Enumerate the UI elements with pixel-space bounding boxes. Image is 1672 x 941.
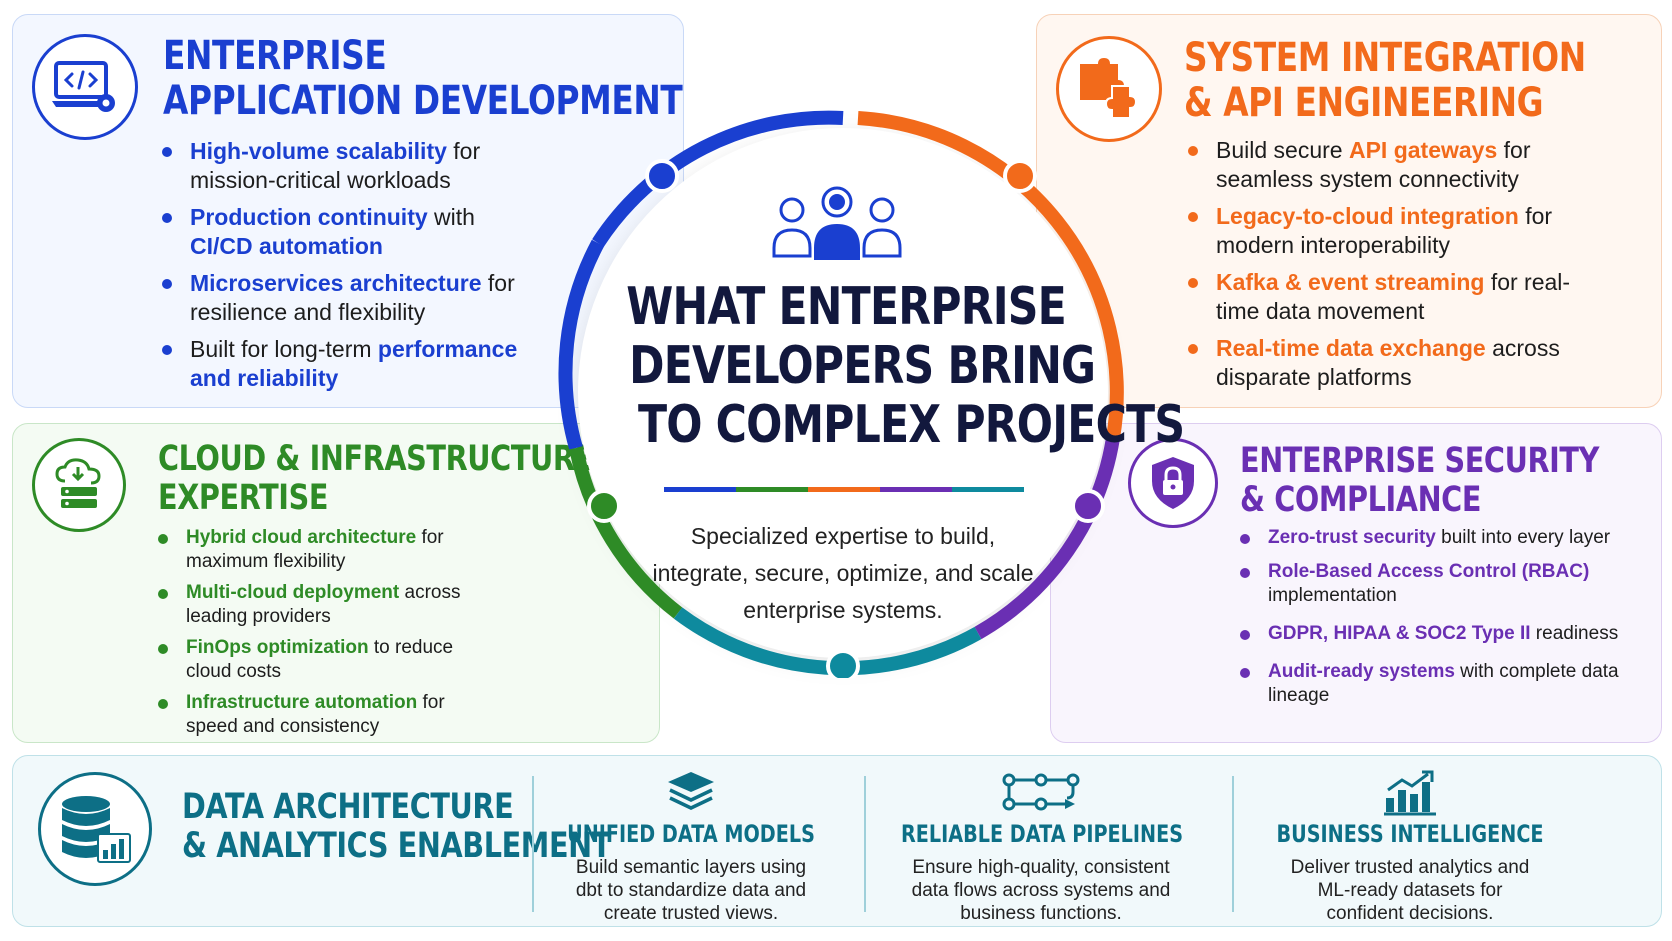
security-list: Zero-trust security built into every lay… — [1238, 526, 1638, 708]
unified-data-models-title: UNIFIED DATA MODELS — [567, 820, 815, 848]
divider — [864, 776, 866, 912]
center-title-line2: DEVELOPERS BRING — [629, 336, 1096, 396]
bar-chart-growth-icon — [1384, 770, 1436, 816]
ring-arc-blue-lower — [558, 239, 605, 450]
reliable-data-pipelines-title: RELIABLE DATA PIPELINES — [901, 820, 1184, 848]
title-underline — [664, 487, 1024, 492]
business-intelligence-title: BUSINESS INTELLIGENCE — [1276, 820, 1544, 848]
cloud-title-line1: CLOUD & INFRASTRUCTURE — [158, 439, 594, 479]
list-item: Zero-trust security built into every lay… — [1238, 526, 1638, 550]
data-panel — [12, 755, 1662, 927]
cloud-title: CLOUD & INFRASTRUCTURE EXPERTISE — [158, 439, 594, 519]
ring-node-teal — [826, 649, 860, 678]
security-title: ENTERPRISE SECURITY & COMPLIANCE — [1240, 441, 1599, 521]
integration-title-line1: SYSTEM INTEGRATION — [1184, 35, 1586, 81]
divider — [1232, 776, 1234, 912]
ring-node-green — [587, 489, 621, 523]
data-title-line1: DATA ARCHITECTURE — [182, 787, 514, 827]
center-hub — [578, 128, 1108, 658]
security-title-line1: ENTERPRISE SECURITY — [1240, 441, 1599, 481]
list-item: Role-Based Access Control (RBAC) impleme… — [1238, 560, 1638, 608]
center-title-line3: TO COMPLEX PROJECTS — [637, 395, 1185, 455]
divider — [532, 776, 534, 912]
cloud-list: Hybrid cloud architecture for maximum fl… — [156, 526, 496, 746]
list-item: Production continuity with CI/CD automat… — [160, 203, 540, 261]
shield-lock-icon — [1128, 438, 1218, 528]
list-item: FinOps optimization to reduce cloud cost… — [156, 636, 496, 684]
database-chart-icon — [38, 772, 152, 886]
list-item: Hybrid cloud architecture for maximum fl… — [156, 526, 496, 574]
list-item: Audit-ready systems with complete data l… — [1238, 660, 1638, 708]
cloud-server-icon — [32, 438, 126, 532]
list-item: GDPR, HIPAA & SOC2 Type II readiness — [1238, 622, 1638, 646]
unified-data-models-text: Build semantic layers using dbt to stand… — [575, 857, 807, 924]
integration-title-line2: & API ENGINEERING — [1184, 79, 1544, 126]
list-item: Built for long-term performance and reli… — [160, 335, 540, 393]
list-item: High-volume scalability for mission-crit… — [160, 137, 540, 195]
app-dev-title-line2: APPLICATION DEVELOPMENT — [163, 77, 683, 124]
puzzle-pieces-icon — [1056, 36, 1162, 142]
app-dev-title: ENTERPRISE APPLICATION DEVELOPMENT — [163, 33, 683, 124]
ring-node-orange — [1003, 159, 1037, 193]
center-title-line1: WHAT ENTERPRISE — [626, 277, 1067, 337]
ring-arc-orange — [857, 111, 1124, 440]
list-item: Kafka & event streaming for real-time da… — [1186, 268, 1586, 326]
center-title: WHAT ENTERPRISE DEVELOPERS BRING TO COMP… — [578, 277, 1185, 455]
center-subtitle: Specialized expertise to build, integrat… — [652, 523, 1034, 623]
list-item: Real-time data exchange across disparate… — [1186, 334, 1586, 392]
integration-list: Build secure API gateways for seamless s… — [1186, 136, 1586, 400]
pipeline-icon — [1002, 773, 1080, 811]
cloud-title-line2: EXPERTISE — [158, 478, 329, 519]
list-item: Multi-cloud deployment across leading pr… — [156, 581, 496, 629]
team-icon — [772, 186, 902, 260]
list-item: Build secure API gateways for seamless s… — [1186, 136, 1586, 194]
list-item: Microservices architecture for resilienc… — [160, 269, 540, 327]
data-title: DATA ARCHITECTURE & ANALYTICS ENABLEMENT — [182, 787, 611, 867]
laptop-code-gear-icon — [32, 34, 138, 140]
ring-arc-teal — [673, 607, 982, 676]
reliable-data-pipelines-text: Ensure high-quality, consistent data flo… — [911, 857, 1171, 924]
app-dev-title-line1: ENTERPRISE — [163, 33, 387, 79]
list-item: Infrastructure automation for speed and … — [156, 691, 496, 739]
integration-title: SYSTEM INTEGRATION & API ENGINEERING — [1184, 36, 1586, 126]
app-dev-list: High-volume scalability for mission-crit… — [160, 137, 540, 401]
ring-arc-purple — [974, 436, 1120, 640]
center-ring — [558, 110, 1124, 678]
layers-icon — [668, 772, 714, 810]
data-title-line2: & ANALYTICS ENABLEMENT — [182, 826, 611, 867]
ring-node-purple — [1071, 489, 1105, 523]
list-item: Legacy-to-cloud integration for modern i… — [1186, 202, 1586, 260]
business-intelligence-text: Deliver trusted analytics and ML-ready d… — [1290, 857, 1530, 924]
ring-arc-green — [569, 446, 683, 619]
ring-arc-blue — [592, 110, 844, 247]
security-title-line2: & COMPLIANCE — [1240, 480, 1482, 521]
ring-node-blue — [645, 159, 679, 193]
